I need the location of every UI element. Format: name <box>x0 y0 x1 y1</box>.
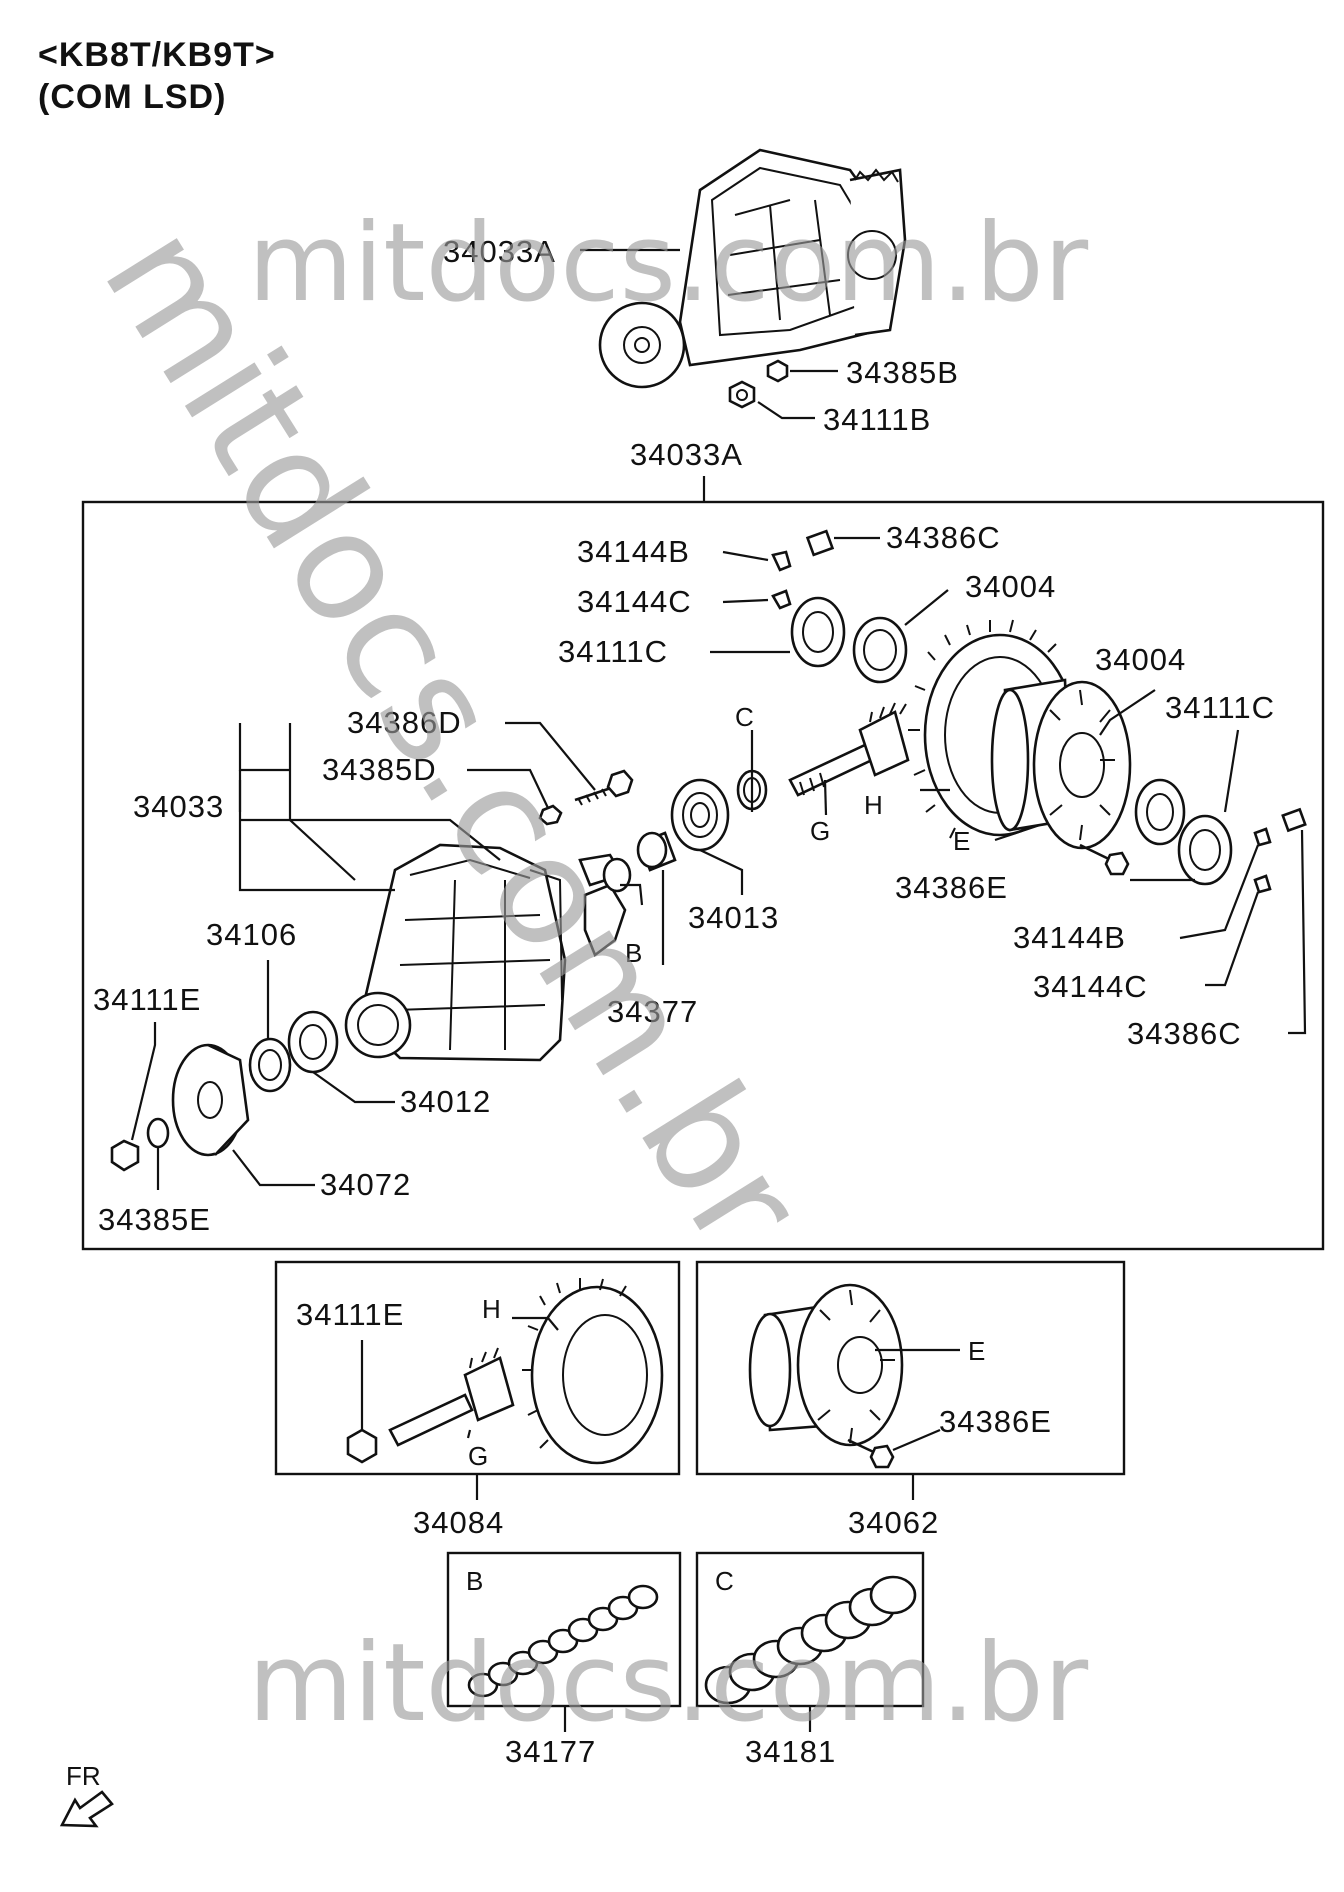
shim-b-stack-icon <box>467 1584 659 1698</box>
breather-34386c-icon <box>805 529 835 557</box>
callout-34033a-top: 34033A <box>443 234 556 269</box>
box-letter-b: B <box>466 1566 483 1596</box>
diff-case-box <box>695 1260 1126 1476</box>
callout-34004-right: 34004 <box>1095 642 1186 677</box>
oil-seal-34004-icon <box>852 616 908 684</box>
variant-header: (COM LSD) <box>38 78 227 116</box>
bearing-34012-icon <box>287 1010 339 1074</box>
callout-34111e: 34111E <box>93 982 201 1017</box>
oil-seal-right-icon <box>1134 778 1186 846</box>
oil-seal-34106-icon <box>248 1037 292 1093</box>
nut-34111b-icon <box>728 380 756 409</box>
callout-34144c: 34144C <box>577 584 692 619</box>
callout-34386e: 34386E <box>895 870 1008 905</box>
front-direction-label: FR <box>66 1761 101 1791</box>
companion-flange-icon <box>171 1043 250 1157</box>
ref-letter-g-gear: G <box>468 1441 488 1471</box>
callout-34111e-gear: 34111E <box>296 1297 404 1332</box>
nut-34385b-icon <box>766 359 789 383</box>
callout-34033a-box: 34033A <box>630 437 743 472</box>
carrier-housing-illustration <box>344 843 567 1062</box>
callout-34111b: 34111B <box>823 402 931 437</box>
callout-34377: 34377 <box>607 994 698 1029</box>
watermark-bottom: mitdocs.com.br <box>248 1621 1089 1746</box>
bearing-34013-icon <box>670 778 730 852</box>
washer-34385d-icon <box>538 804 563 826</box>
callout-34144b-right: 34144B <box>1013 920 1126 955</box>
main-exploded-box <box>81 500 1325 1251</box>
ref-letter-h-gear: H <box>482 1294 501 1324</box>
callout-34033: 34033 <box>133 789 224 824</box>
callout-34012: 34012 <box>400 1084 491 1119</box>
spacer-34377-icon <box>636 831 677 872</box>
ref-letter-e: E <box>953 826 970 856</box>
gear-set-illustration <box>346 1278 664 1465</box>
callout-34111c: 34111C <box>558 634 668 669</box>
ref-letter-g: G <box>810 816 830 846</box>
callout-34084: 34084 <box>413 1505 504 1540</box>
nut-34111e-icon <box>110 1139 140 1172</box>
shim-c-stack-icon <box>704 1575 917 1705</box>
callout-34004-top: 34004 <box>965 569 1056 604</box>
bolt-34386d-icon <box>574 769 634 806</box>
ref-letter-e-case: E <box>968 1336 985 1366</box>
model-header: <KB8T/KB9T> <box>38 36 276 74</box>
diff-case-illustration <box>748 1283 904 1469</box>
callout-34144b: 34144B <box>577 534 690 569</box>
callout-34106: 34106 <box>206 917 297 952</box>
callout-34181: 34181 <box>745 1734 836 1769</box>
callout-34072: 34072 <box>320 1167 411 1202</box>
callout-34386e-case: 34386E <box>939 1404 1052 1439</box>
callout-34385e: 34385E <box>98 1202 211 1237</box>
callout-34386c: 34386C <box>886 520 1001 555</box>
ref-letter-b: B <box>625 938 642 968</box>
callout-34386d: 34386D <box>347 705 462 740</box>
callout-34385b: 34385B <box>846 355 959 390</box>
clip-34144c-icon <box>771 589 792 610</box>
nut-34111c-right-icon <box>1177 814 1233 886</box>
callout-34385d: 34385D <box>322 752 437 787</box>
callout-34386c-right: 34386C <box>1127 1016 1242 1051</box>
shim-b-ring-icon <box>602 857 632 893</box>
callout-34111c-right: 34111C <box>1165 690 1275 725</box>
clips-right-icon <box>1253 807 1307 894</box>
callout-34062: 34062 <box>848 1505 939 1540</box>
callout-34013: 34013 <box>688 900 779 935</box>
nut-34111c-icon <box>790 596 846 668</box>
callout-34144c-right: 34144C <box>1033 969 1148 1004</box>
carrier-assembly-illustration <box>598 148 907 389</box>
washer-34385e-icon <box>146 1117 170 1149</box>
diff-case-lsd-icon <box>990 678 1132 850</box>
ref-letter-h: H <box>864 790 883 820</box>
ref-letter-c: C <box>735 702 754 732</box>
callout-34177: 34177 <box>505 1734 596 1769</box>
box-letter-c: C <box>715 1566 734 1596</box>
watermark-top: mitdocs.com.br <box>248 201 1089 326</box>
drive-pinion-icon <box>788 702 910 797</box>
bolt-34386e-icon <box>1079 843 1130 876</box>
front-direction-arrow-icon <box>59 1790 114 1828</box>
clip-34144b-icon <box>771 550 792 572</box>
